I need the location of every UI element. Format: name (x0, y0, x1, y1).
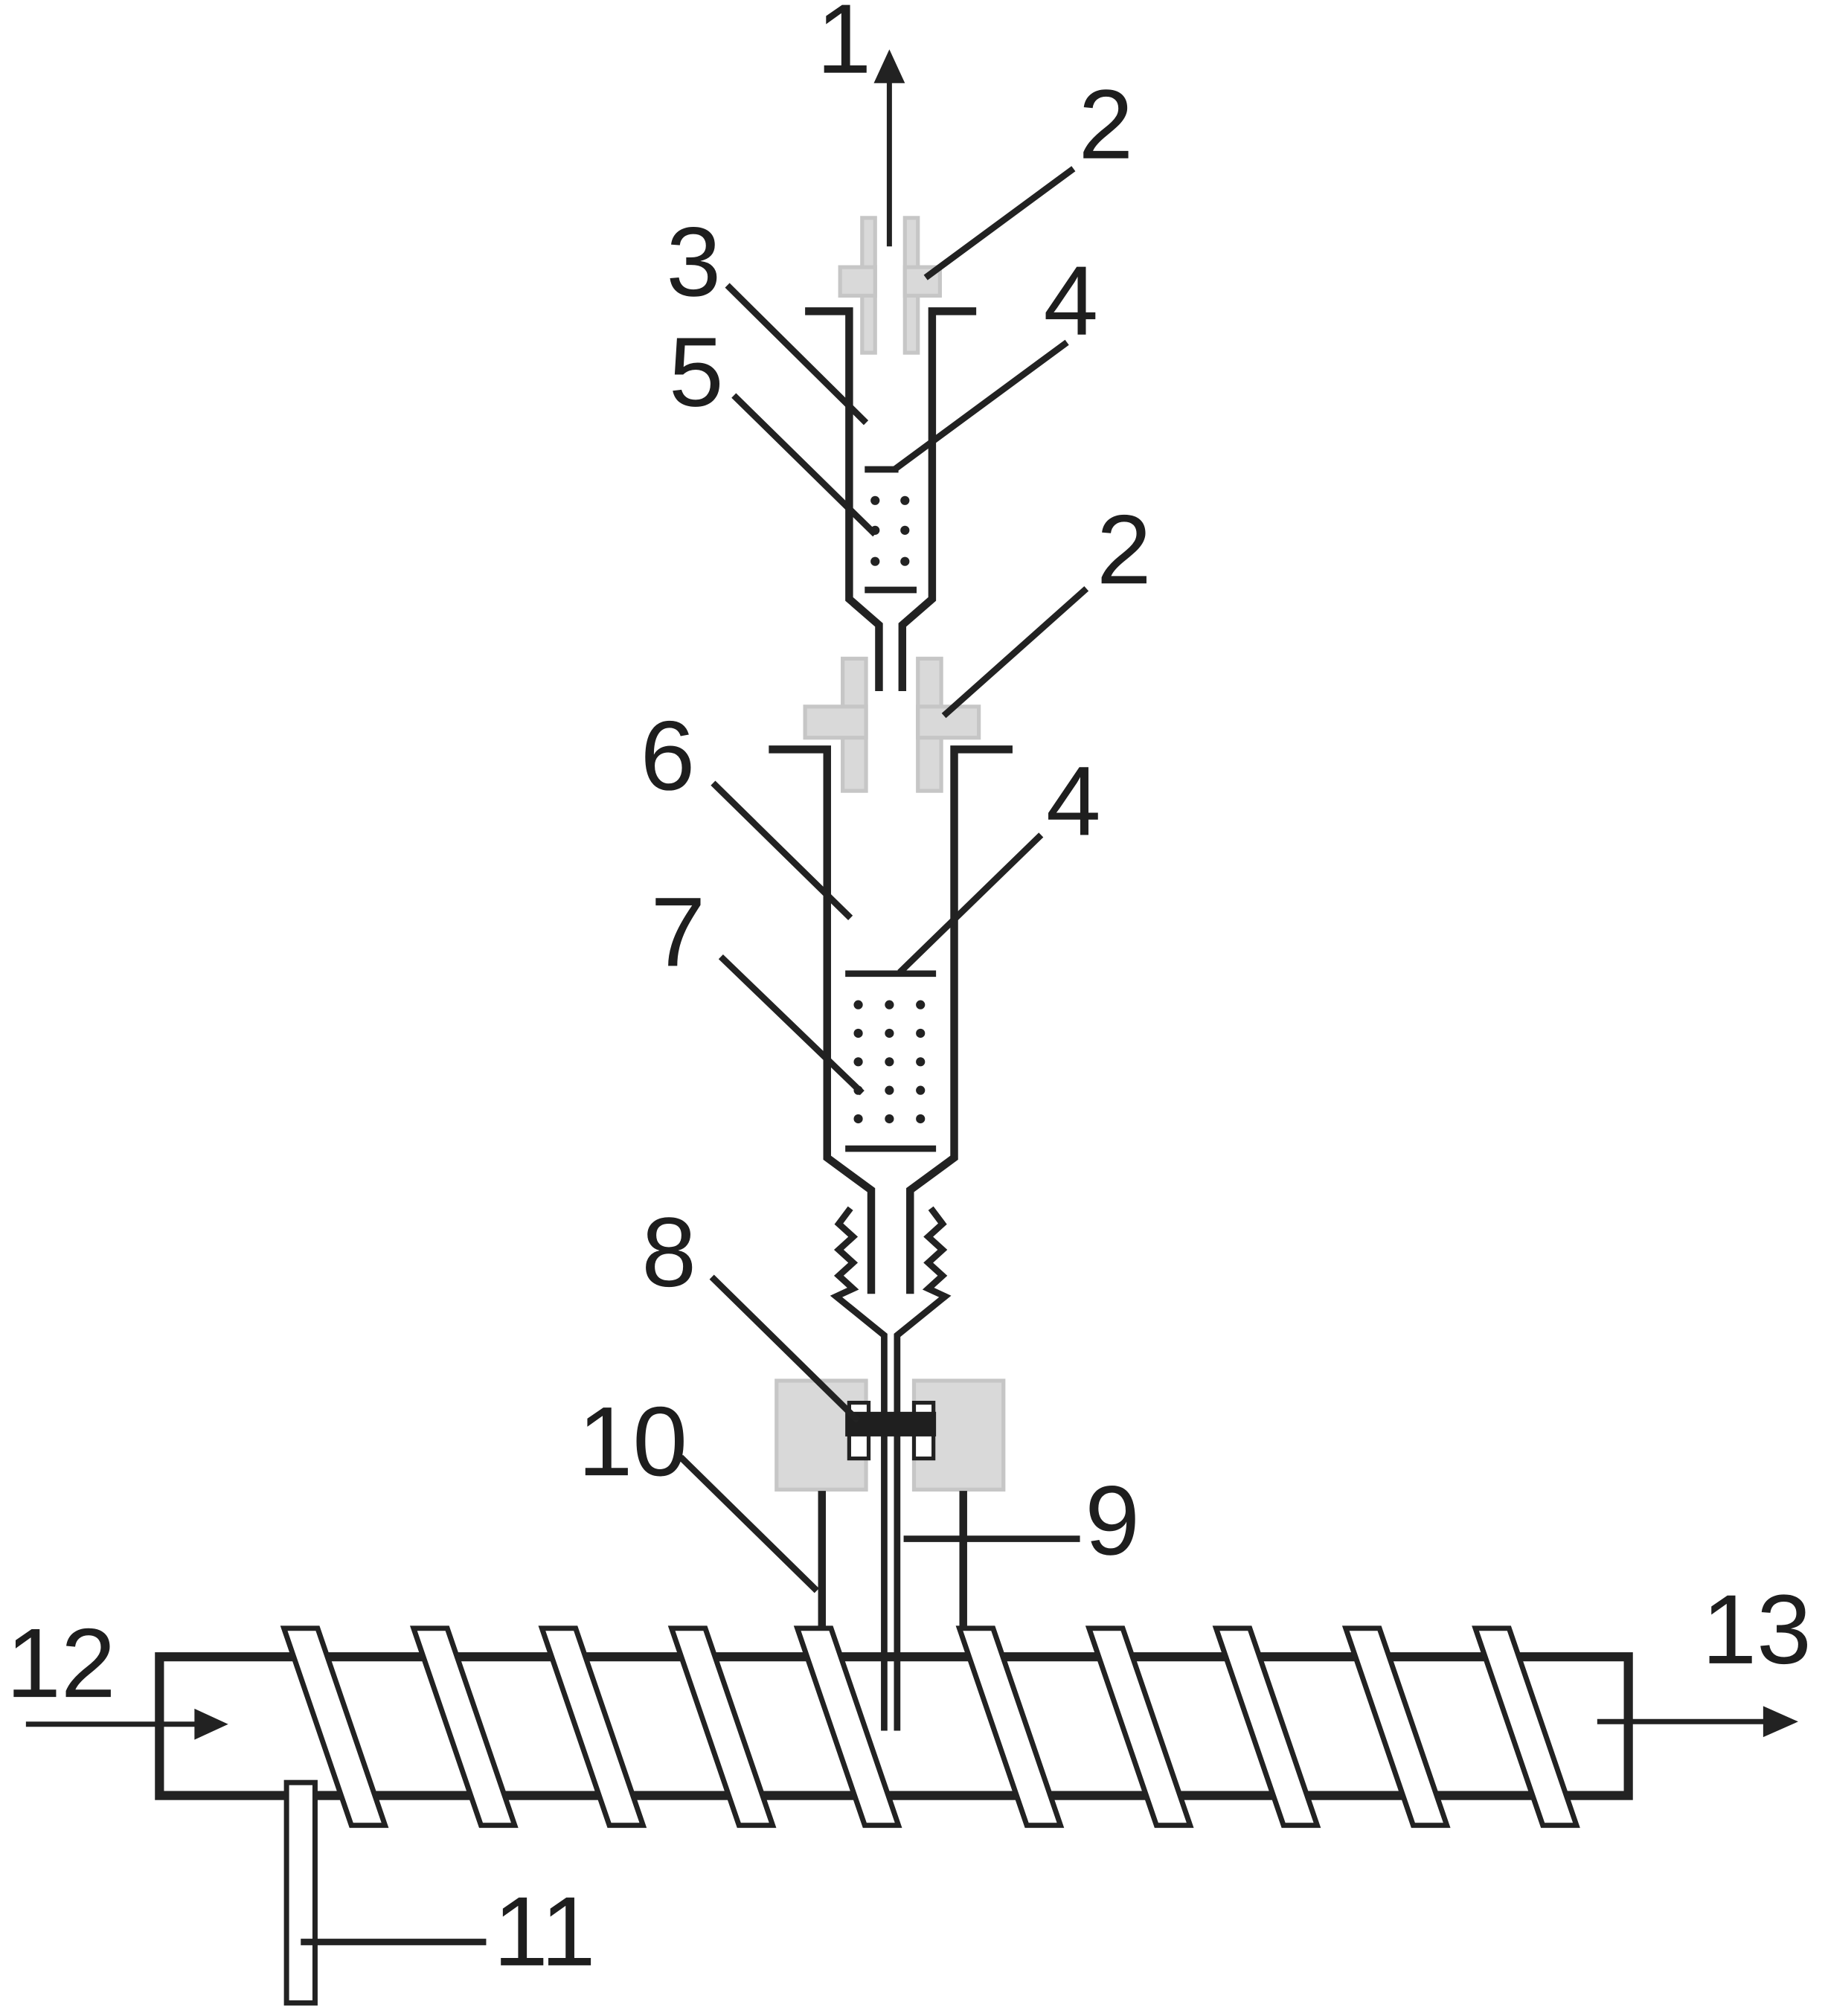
label-6: 6 (641, 701, 696, 811)
coil-turn (409, 1625, 519, 1829)
label-12: 12 (6, 1608, 115, 1718)
coil-turn (1212, 1625, 1321, 1829)
coil-turn (793, 1625, 902, 1829)
label-11: 11 (493, 1877, 595, 1987)
coil-turn (280, 1625, 389, 1829)
label-7: 7 (651, 877, 706, 987)
septum (845, 1411, 937, 1436)
label-5: 5 (669, 318, 724, 428)
label-4-lower: 4 (1046, 746, 1101, 856)
outlet-arrow (873, 49, 905, 247)
coil-turn (955, 1625, 1065, 1829)
coil-turn (667, 1625, 777, 1829)
coil-turn (1472, 1625, 1580, 1829)
threaded-adapter (830, 1206, 952, 1731)
middle-connector-fitting (803, 656, 981, 793)
lower-packing-bed (853, 1000, 926, 1124)
support-rods (818, 1491, 967, 1637)
product-outlet-arrow (1597, 1706, 1798, 1738)
upper-column (805, 307, 977, 691)
label-1: 1 (817, 0, 872, 94)
labels: 1 2 3 4 5 2 6 4 7 8 10 9 12 13 11 (6, 0, 1812, 1987)
heating-coil (280, 1625, 1580, 1829)
coil-turn (1085, 1625, 1194, 1829)
leader-lines (301, 166, 1089, 1945)
heater-lead (283, 1779, 318, 2006)
lower-column (769, 745, 1013, 1294)
label-10: 10 (578, 1387, 687, 1497)
coil-turn (1341, 1625, 1451, 1829)
label-2-lower: 2 (1097, 495, 1152, 605)
label-13: 13 (1702, 1575, 1812, 1685)
label-9: 9 (1085, 1466, 1140, 1576)
label-4-upper: 4 (1044, 246, 1099, 356)
inlet-arrow (25, 1708, 228, 1740)
label-8: 8 (641, 1198, 696, 1308)
label-2-upper: 2 (1079, 70, 1134, 180)
coil-turn (538, 1625, 647, 1829)
label-3: 3 (666, 207, 721, 317)
